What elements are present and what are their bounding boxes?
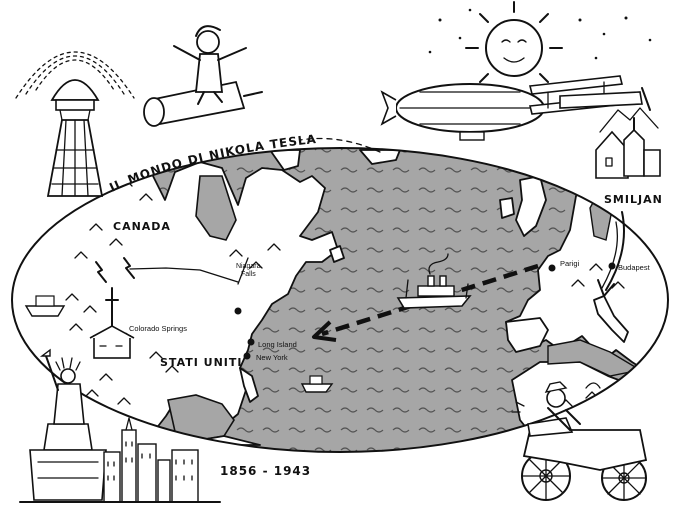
label-colorado: Colorado Springs	[129, 324, 187, 333]
label-niagara-2: Falls	[241, 271, 256, 278]
statue-of-liberty-illustration	[29, 348, 107, 501]
label-smiljan: SMILJAN	[604, 193, 663, 206]
new-york-marker	[243, 352, 251, 360]
label-niagara-1: Niagara	[236, 263, 261, 270]
label-canada: CANADA	[113, 220, 171, 233]
parigi-marker	[548, 264, 556, 272]
label-usa: STATI UNITI	[160, 356, 242, 369]
wardenclyffe-tower-illustration	[15, 51, 135, 197]
vintage-car-illustration	[511, 381, 648, 501]
label-new-york: New York	[256, 353, 288, 362]
biplane-illustration	[529, 75, 651, 115]
dates: 1856 - 1943	[220, 464, 311, 478]
label-parigi: Parigi	[560, 259, 580, 268]
airship-illustration	[380, 83, 545, 141]
skyline-illustration	[19, 417, 221, 503]
long-island-marker	[247, 338, 255, 346]
lightning-marks	[95, 257, 135, 283]
colorado-lab-illustration	[89, 287, 135, 359]
small-boat-gulf	[300, 375, 334, 393]
budapest-marker	[608, 262, 616, 270]
steamship-illustration	[396, 253, 472, 309]
connector-lines	[129, 137, 381, 285]
label-long-island: Long Island	[258, 340, 297, 349]
label-budapest: Budapest	[618, 263, 651, 272]
niagara-marker	[234, 307, 242, 315]
sun-illustration	[428, 1, 652, 83]
small-boat-pacific	[24, 295, 66, 317]
smiljan-village-illustration	[595, 107, 661, 179]
smiljan-arrow	[597, 211, 625, 297]
tesla-figure-illustration	[143, 25, 263, 127]
map-oval	[11, 147, 669, 453]
